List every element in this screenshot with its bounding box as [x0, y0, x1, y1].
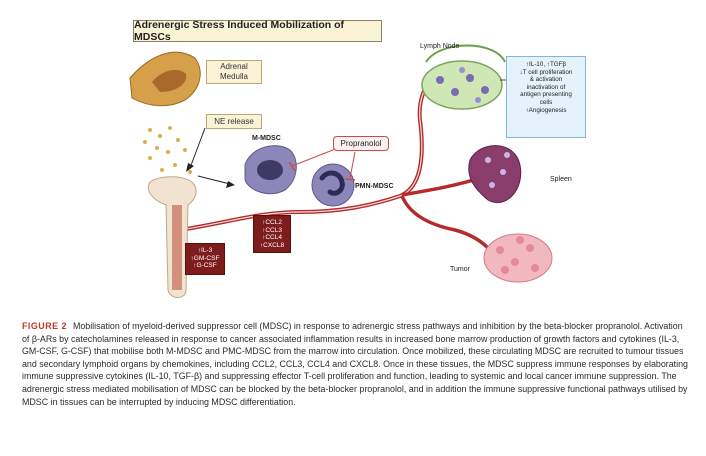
tumor-label: Tumor — [450, 266, 470, 273]
blood-vessel — [179, 72, 438, 232]
immune-effects-box: ↑IL-10, ↑TGFβ ↓T cell proliferation & ac… — [506, 56, 586, 138]
vessel-to-tumor — [400, 195, 490, 250]
pmn-mdsc-label: PMN-MDSC — [355, 183, 394, 190]
adrenal-medulla-label: Adrenal Medulla — [206, 60, 262, 84]
blood-vessel-inner — [179, 73, 437, 231]
ne-release-label: NE release — [206, 114, 262, 129]
tumor — [483, 233, 553, 283]
m-mdsc-label: M-MDSC — [252, 135, 281, 142]
chemokine: ↑CCL2 — [262, 219, 282, 226]
cytokine: ↑G-CSF — [193, 262, 217, 270]
chemokine: ↑CCL3 — [262, 226, 282, 234]
effect-line: ↑Angiogenesis — [525, 106, 567, 114]
figure-title: Adrenergic Stress Induced Mobilization o… — [133, 19, 382, 43]
chemokine: ↑CXCL8 — [259, 241, 285, 249]
cytokine: ↑GM-CSF — [190, 254, 220, 262]
effect-line: inactivation of — [526, 83, 566, 91]
figure-label: FIGURE 2 — [22, 321, 67, 331]
spleen-label: Spleen — [550, 176, 572, 183]
propranolol-label: Propranolol — [333, 136, 389, 151]
lymph-node — [421, 44, 506, 110]
caption-text: Mobilisation of myeloid-derived suppress… — [22, 321, 688, 407]
effect-line: ↓T cell proliferation — [519, 68, 573, 76]
effect-line: & activation — [529, 76, 563, 84]
effect-line: cells — [539, 98, 553, 106]
adrenal-line2: Medulla — [219, 72, 248, 81]
lymph-node-label: Lymph Node — [420, 43, 460, 50]
adrenal-line1: Adrenal — [220, 62, 248, 71]
pmn-mdsc-cell — [311, 163, 355, 207]
chemokines-box: ↑CCL2 ↑CCL3 ↑CCL4 ↑CXCL8 — [253, 215, 291, 253]
ne-particles — [143, 126, 192, 174]
illustration-art — [129, 44, 553, 298]
effect-line: ↑IL-10, ↑TGFβ — [525, 61, 567, 68]
spleen — [468, 145, 522, 203]
effect-line: antigen presenting — [520, 91, 572, 99]
cytokine: ↑IL-3 — [197, 247, 213, 254]
figure-illustration: Adrenergic Stress Induced Mobilization o… — [129, 19, 586, 298]
cytokines-box: ↑IL-3 ↑GM-CSF ↑G-CSF — [185, 243, 225, 275]
chemokine: ↑CCL4 — [262, 234, 282, 242]
